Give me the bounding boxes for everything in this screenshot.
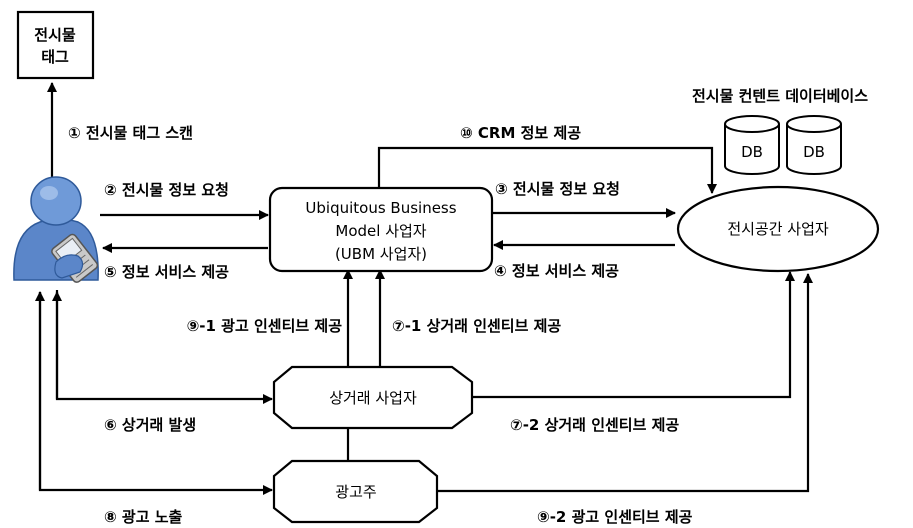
flow-label-3: ③ 전시물 정보 요청 bbox=[495, 180, 620, 198]
flow-label-9-2: ⑨-2 광고 인센티브 제공 bbox=[537, 508, 693, 526]
arrow-crm-info bbox=[377, 146, 717, 194]
db-label-1: DB bbox=[741, 143, 763, 161]
exhibit-space-label: 전시공간 사업자 bbox=[727, 220, 829, 238]
advertiser-box bbox=[272, 459, 439, 524]
exhibit-tag-box bbox=[16, 10, 95, 80]
exhibit-tag-label-2: 태그 bbox=[41, 48, 69, 66]
arrow-commerce-incentive-exhibit bbox=[470, 271, 795, 399]
database-icon bbox=[724, 115, 780, 175]
content-db-title: 전시물 컨텐트 데이터베이스 bbox=[692, 87, 868, 105]
flow-label-4: ④ 정보 서비스 제공 bbox=[494, 262, 619, 280]
database-icon bbox=[786, 115, 842, 175]
flow-label-10: ⑩ CRM 정보 제공 bbox=[460, 124, 581, 142]
flow-label-2: ② 전시물 정보 요청 bbox=[104, 181, 229, 199]
flow-label-7-2: ⑦-2 상거래 인센티브 제공 bbox=[510, 416, 679, 434]
exhibit-space-ellipse bbox=[676, 185, 880, 273]
advertiser-label: 광고주 bbox=[335, 483, 376, 501]
arrow-ad-incentive-exhibit bbox=[437, 273, 813, 493]
flow-label-5: ⑤ 정보 서비스 제공 bbox=[104, 263, 229, 281]
exhibit-tag-label-1: 전시물 bbox=[34, 26, 76, 44]
flow-label-6: ⑥ 상거래 발생 bbox=[104, 416, 196, 434]
merchant-box bbox=[272, 365, 474, 430]
db-label-2: DB bbox=[803, 143, 825, 161]
ubm-label-2: Model 사업자 bbox=[335, 222, 426, 240]
flow-label-9-1: ⑨-1 광고 인센티브 제공 bbox=[187, 317, 343, 335]
merchant-label: 상거래 사업자 bbox=[329, 389, 417, 407]
flow-label-8: ⑧ 광고 노출 bbox=[104, 508, 183, 526]
flow-label-1: ① 전시물 태그 스캔 bbox=[68, 124, 193, 142]
flow-label-7-1: ⑦-1 상거래 인센티브 제공 bbox=[392, 317, 561, 335]
ubm-label-1: Ubiquitous Business bbox=[305, 199, 456, 217]
ubm-label-3: (UBM 사업자) bbox=[335, 245, 427, 263]
user-with-mobile-phone-icon bbox=[13, 176, 99, 283]
arrow-commerce bbox=[55, 290, 273, 404]
ubm-box bbox=[268, 186, 494, 273]
